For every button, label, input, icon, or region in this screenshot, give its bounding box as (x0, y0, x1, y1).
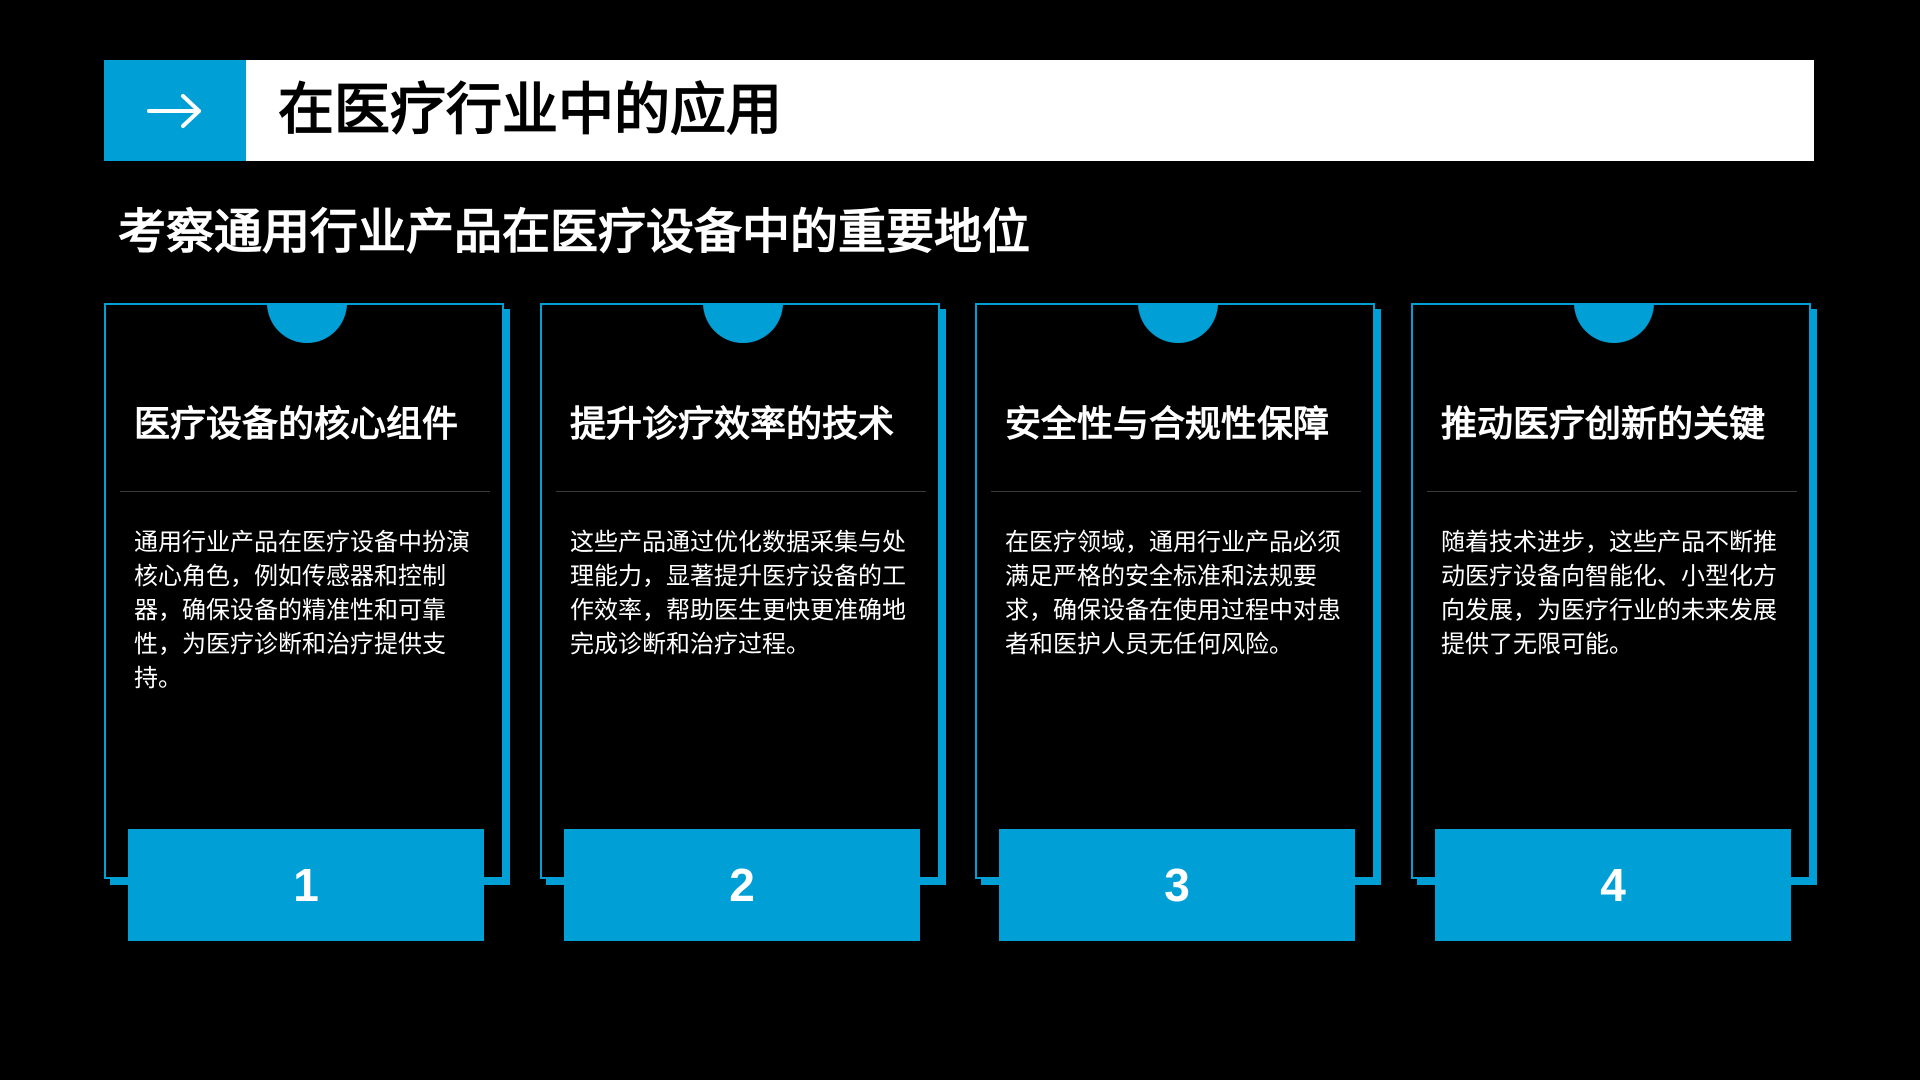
card-title: 推动医疗创新的关键 (1441, 404, 1766, 445)
card-4: 推动医疗创新的关键 随着技术进步，这些产品不断推动医疗设备向智能化、小型化方向发… (1411, 303, 1817, 941)
card-body: 推动医疗创新的关键 随着技术进步，这些产品不断推动医疗设备向智能化、小型化方向发… (1411, 303, 1811, 879)
card-body: 提升诊疗效率的技术 这些产品通过优化数据采集与处理能力，显著提升医疗设备的工作效… (540, 303, 940, 879)
card-number-box: 1 (128, 829, 484, 941)
card-title: 提升诊疗效率的技术 (570, 404, 895, 445)
card-1: 医疗设备的核心组件 通用行业产品在医疗设备中扮演核心角色，例如传感器和控制器，确… (104, 303, 510, 941)
card-notch (1574, 305, 1654, 343)
card-body: 医疗设备的核心组件 通用行业产品在医疗设备中扮演核心角色，例如传感器和控制器，确… (104, 303, 504, 879)
header-icon-box (104, 60, 246, 161)
page-title: 在医疗行业中的应用 (278, 78, 782, 143)
card-2: 提升诊疗效率的技术 这些产品通过优化数据采集与处理能力，显著提升医疗设备的工作效… (540, 303, 946, 941)
card-3: 安全性与合规性保障 在医疗领域，通用行业产品必须满足严格的安全标准和法规要求，确… (975, 303, 1381, 941)
card-number: 2 (729, 859, 755, 911)
card-number: 1 (293, 859, 319, 911)
card-divider (991, 491, 1361, 492)
card-divider (1427, 491, 1797, 492)
card-divider (556, 491, 926, 492)
card-body: 安全性与合规性保障 在医疗领域，通用行业产品必须满足严格的安全标准和法规要求，确… (975, 303, 1375, 879)
card-description: 这些产品通过优化数据采集与处理能力，显著提升医疗设备的工作效率，帮助医生更快更准… (570, 528, 906, 658)
card-description: 通用行业产品在医疗设备中扮演核心角色，例如传感器和控制器，确保设备的精准性和可靠… (134, 528, 470, 692)
page-subtitle: 考察通用行业产品在医疗设备中的重要地位 (118, 204, 1031, 260)
card-number-box: 3 (999, 829, 1355, 941)
card-description: 在医疗领域，通用行业产品必须满足严格的安全标准和法规要求，确保设备在使用过程中对… (1005, 528, 1341, 658)
card-description: 随着技术进步，这些产品不断推动医疗设备向智能化、小型化方向发展，为医疗行业的未来… (1441, 528, 1777, 658)
card-number-box: 4 (1435, 829, 1791, 941)
card-notch (267, 305, 347, 343)
card-divider (120, 491, 490, 492)
card-number: 3 (1164, 859, 1190, 911)
arrow-right-icon (147, 93, 201, 128)
card-title: 医疗设备的核心组件 (134, 404, 459, 445)
card-title: 安全性与合规性保障 (1005, 404, 1330, 445)
card-number: 4 (1600, 859, 1626, 911)
header-bar: 在医疗行业中的应用 (104, 60, 1814, 161)
card-notch (1138, 305, 1218, 343)
card-notch (703, 305, 783, 343)
card-number-box: 2 (564, 829, 920, 941)
